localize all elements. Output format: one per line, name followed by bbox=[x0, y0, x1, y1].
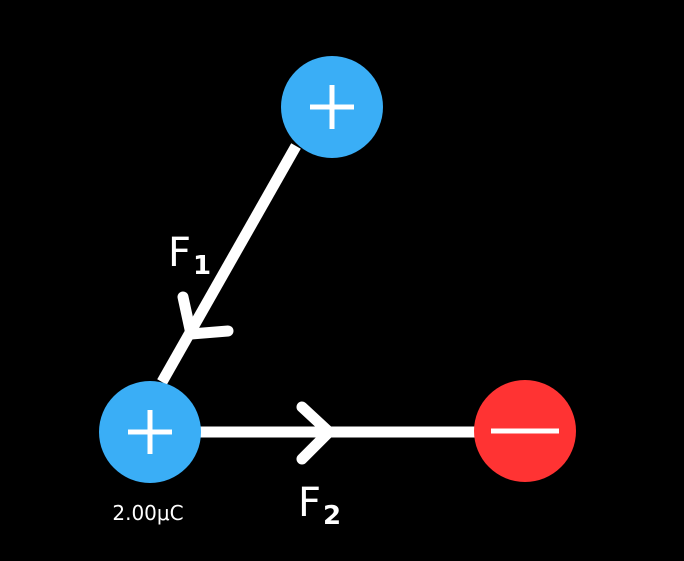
force-label-f1: F1 bbox=[168, 230, 211, 281]
plus-icon bbox=[310, 85, 354, 129]
negative-charge-right bbox=[474, 380, 576, 482]
force-subscript: 1 bbox=[193, 251, 211, 281]
force-label-f2: F2 bbox=[298, 480, 341, 531]
force-line-f1 bbox=[157, 143, 301, 385]
charge-magnitude-label: 2.00μC bbox=[112, 501, 183, 525]
force-subscript: 2 bbox=[323, 501, 341, 531]
positive-charge-top bbox=[281, 56, 383, 158]
positive-charge-bottom-left bbox=[99, 381, 201, 483]
plus-icon bbox=[128, 410, 172, 454]
arrowhead-f2 bbox=[296, 401, 335, 465]
force-letter: F bbox=[168, 230, 191, 276]
force-letter: F bbox=[298, 480, 321, 526]
arrowhead-f1 bbox=[177, 291, 234, 340]
